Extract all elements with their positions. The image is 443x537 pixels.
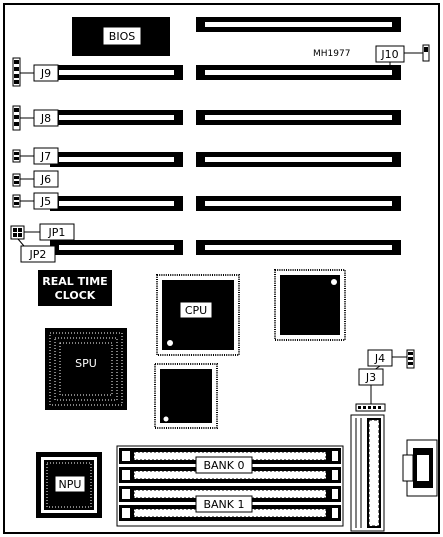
spu-label: SPU (75, 357, 97, 370)
jumper-jp1-jp2: JP1 JP2 (10, 223, 75, 263)
expansion-slot-top (196, 17, 401, 32)
cpu-label: CPU (185, 304, 207, 317)
bank1-label: BANK 1 (203, 498, 244, 511)
j8-label: J8 (40, 112, 51, 125)
jumper-j5: J5 (12, 192, 59, 210)
j3-label: J3 (365, 371, 376, 384)
j7-label: J7 (40, 150, 51, 163)
jumper-j10: J10 (375, 44, 430, 65)
jumper-j6: J6 (12, 170, 59, 188)
expansion-slots-left (50, 65, 183, 255)
j5-label: J5 (40, 195, 51, 208)
spu-socket: SPU (45, 328, 127, 410)
expansion-slots-right (196, 65, 401, 255)
rtc-label-line2: CLOCK (55, 289, 96, 302)
j9-label: J9 (40, 67, 51, 80)
j4-label: J4 (374, 352, 385, 365)
jumper-j3: J3 (355, 368, 386, 412)
jumper-j9: J9 (12, 57, 59, 87)
real-time-clock: REAL TIME CLOCK (38, 270, 112, 306)
j6-label: J6 (40, 173, 51, 186)
jumper-j8: J8 (12, 105, 59, 131)
edge-connector (402, 439, 438, 497)
jp2-label: JP2 (29, 248, 47, 261)
j10-label: J10 (380, 48, 398, 61)
jumper-j4: J4 (367, 349, 415, 371)
board-model: MH1977 (313, 49, 350, 59)
bios-label: BIOS (109, 30, 135, 43)
cpu-chip: CPU (156, 274, 240, 356)
bank0-label: BANK 0 (203, 459, 244, 472)
npu-socket: NPU (36, 452, 102, 518)
memory-banks: BANK 0 BANK 1 (116, 445, 344, 527)
rtc-label-line1: REAL TIME (42, 275, 107, 288)
bios-label-box (102, 26, 142, 46)
npu-label: NPU (59, 478, 82, 491)
chipset-chip-2 (154, 363, 218, 429)
jp1-label: JP1 (48, 226, 66, 239)
vertical-connector (350, 414, 385, 532)
jumper-j7: J7 (12, 147, 59, 165)
chipset-chip-1 (274, 269, 346, 341)
